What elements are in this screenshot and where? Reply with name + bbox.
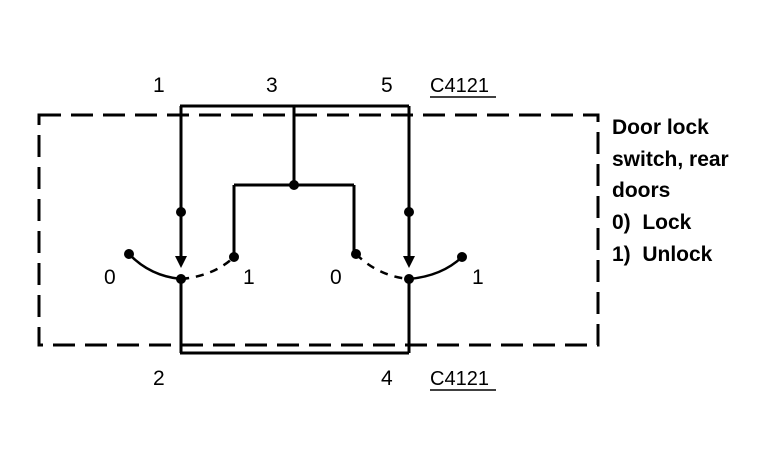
left-node-dot: [176, 207, 186, 217]
right-switch-blade: [408, 256, 463, 281]
pin-3-label: 3: [266, 74, 278, 97]
description-line-5: 1) Unlock: [612, 243, 713, 266]
pin-2-label: 2: [153, 367, 165, 390]
center-node-dot: [289, 180, 299, 190]
right-switch-pos0-label: 0: [330, 266, 342, 289]
pin-1-label: 1: [153, 74, 165, 97]
description-line-4: 0) Lock: [612, 211, 692, 234]
right-node-dot: [404, 207, 414, 217]
left-switch-contact-1: [229, 252, 239, 262]
description-line-2: switch, rear: [612, 148, 729, 171]
right-switch-alt-position: [355, 253, 410, 281]
right-arrow: [403, 256, 415, 268]
pin-4-label: 4: [381, 367, 393, 390]
left-arrow: [175, 256, 187, 268]
left-switch-pos0-label: 0: [104, 266, 116, 289]
description-line-3: doors: [612, 179, 670, 202]
description-line-1: Door lock: [612, 116, 709, 139]
left-switch-alt-position: [180, 256, 235, 281]
bottom-connector-label: C4121: [430, 368, 489, 390]
right-switch-pos1-label: 1: [472, 266, 484, 289]
top-connector-label: C4121: [430, 75, 489, 97]
left-switch-blade: [128, 253, 182, 281]
left-switch-pos1-label: 1: [243, 266, 255, 289]
pin-5-label: 5: [381, 74, 393, 97]
component-boundary: [37, 113, 600, 347]
